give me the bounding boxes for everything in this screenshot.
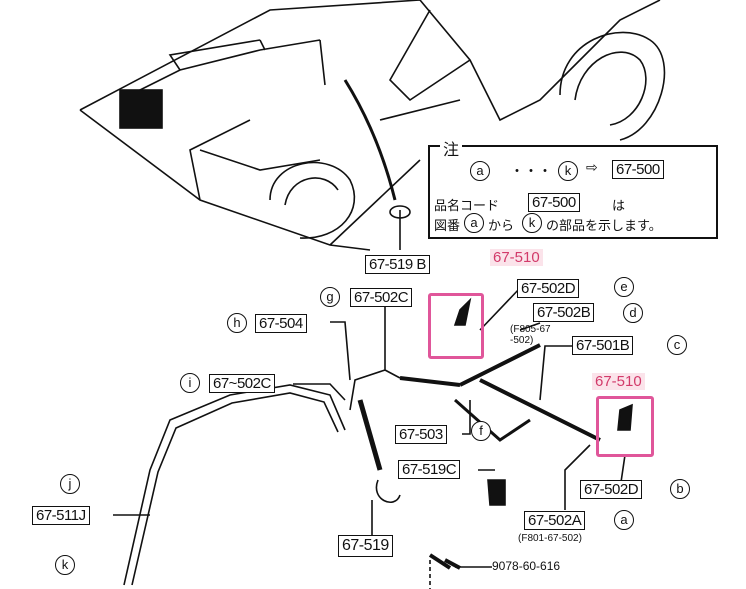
part-67-519[interactable]: 67-519: [338, 535, 393, 557]
ref-circle-c: c: [667, 335, 687, 355]
part-67-502b[interactable]: 67-502B: [533, 303, 595, 322]
ref-circle-d: d: [623, 303, 643, 323]
ref-circle-f: f: [471, 421, 491, 441]
ref-circle-e: e: [614, 277, 634, 297]
note-line3-prefix: 図番: [434, 218, 461, 233]
part-67-511j[interactable]: 67-511J: [32, 506, 90, 525]
ref-circle-a: a: [470, 161, 490, 181]
part-67-519b[interactable]: 67-519 B: [365, 255, 430, 274]
note-box: 注 a ・・・ k ⇨ 67-500 品名コード 67-500 は 図番 a か…: [428, 136, 718, 239]
note-line2-prefix: 品名コード: [434, 198, 500, 213]
part-67-501b[interactable]: 67-501B: [572, 336, 634, 355]
part-bolt[interactable]: 9078-60-616: [492, 559, 561, 573]
arrow-icon: ⇨: [586, 159, 598, 175]
ref-circle-k: k: [558, 161, 578, 181]
ref-circle-j: j: [60, 474, 80, 494]
part-67-510-top[interactable]: 67-510: [490, 249, 543, 266]
ref-circle-b: b: [670, 479, 690, 499]
ref-circle-h: h: [227, 313, 247, 333]
part-67-502a-note: (F801-67-502): [518, 533, 582, 544]
note-line2-suffix: は: [612, 198, 626, 213]
ref-circle-i: i: [180, 373, 200, 393]
note-title: 注: [440, 136, 463, 160]
ref-circle-k: k: [522, 213, 542, 233]
highlight-67-510-top: [428, 293, 484, 359]
note-line3-mid: から: [488, 218, 515, 233]
part-67-503[interactable]: 67-503: [395, 425, 447, 444]
ref-circle-g: g: [320, 287, 340, 307]
washer-tank: [119, 89, 163, 129]
ref-circle-a: a: [464, 213, 484, 233]
part-67-510-bottom[interactable]: 67-510: [592, 373, 645, 390]
part-67-502c-i[interactable]: 67~502C: [209, 374, 275, 393]
ref-circle-a: a: [614, 510, 634, 530]
part-67-502b-note: (F805-67 -502): [510, 324, 551, 346]
part-67-504[interactable]: 67-504: [255, 314, 307, 333]
part-67-519c[interactable]: 67-519C: [398, 460, 461, 479]
part-67-502c-g[interactable]: 67-502C: [350, 288, 413, 307]
part-67-502a[interactable]: 67-502A: [524, 511, 586, 530]
note-code: 67-500: [612, 160, 664, 179]
ref-circle-k: k: [55, 555, 75, 575]
note-line2-code: 67-500: [528, 193, 580, 212]
note-line3-suffix: の部品を示します。: [546, 218, 662, 233]
part-67-502d-e[interactable]: 67-502D: [517, 279, 580, 298]
highlight-67-510-bottom: [596, 396, 654, 457]
note-dots: ・・・: [510, 163, 552, 179]
part-67-502d-b[interactable]: 67-502D: [580, 480, 643, 499]
